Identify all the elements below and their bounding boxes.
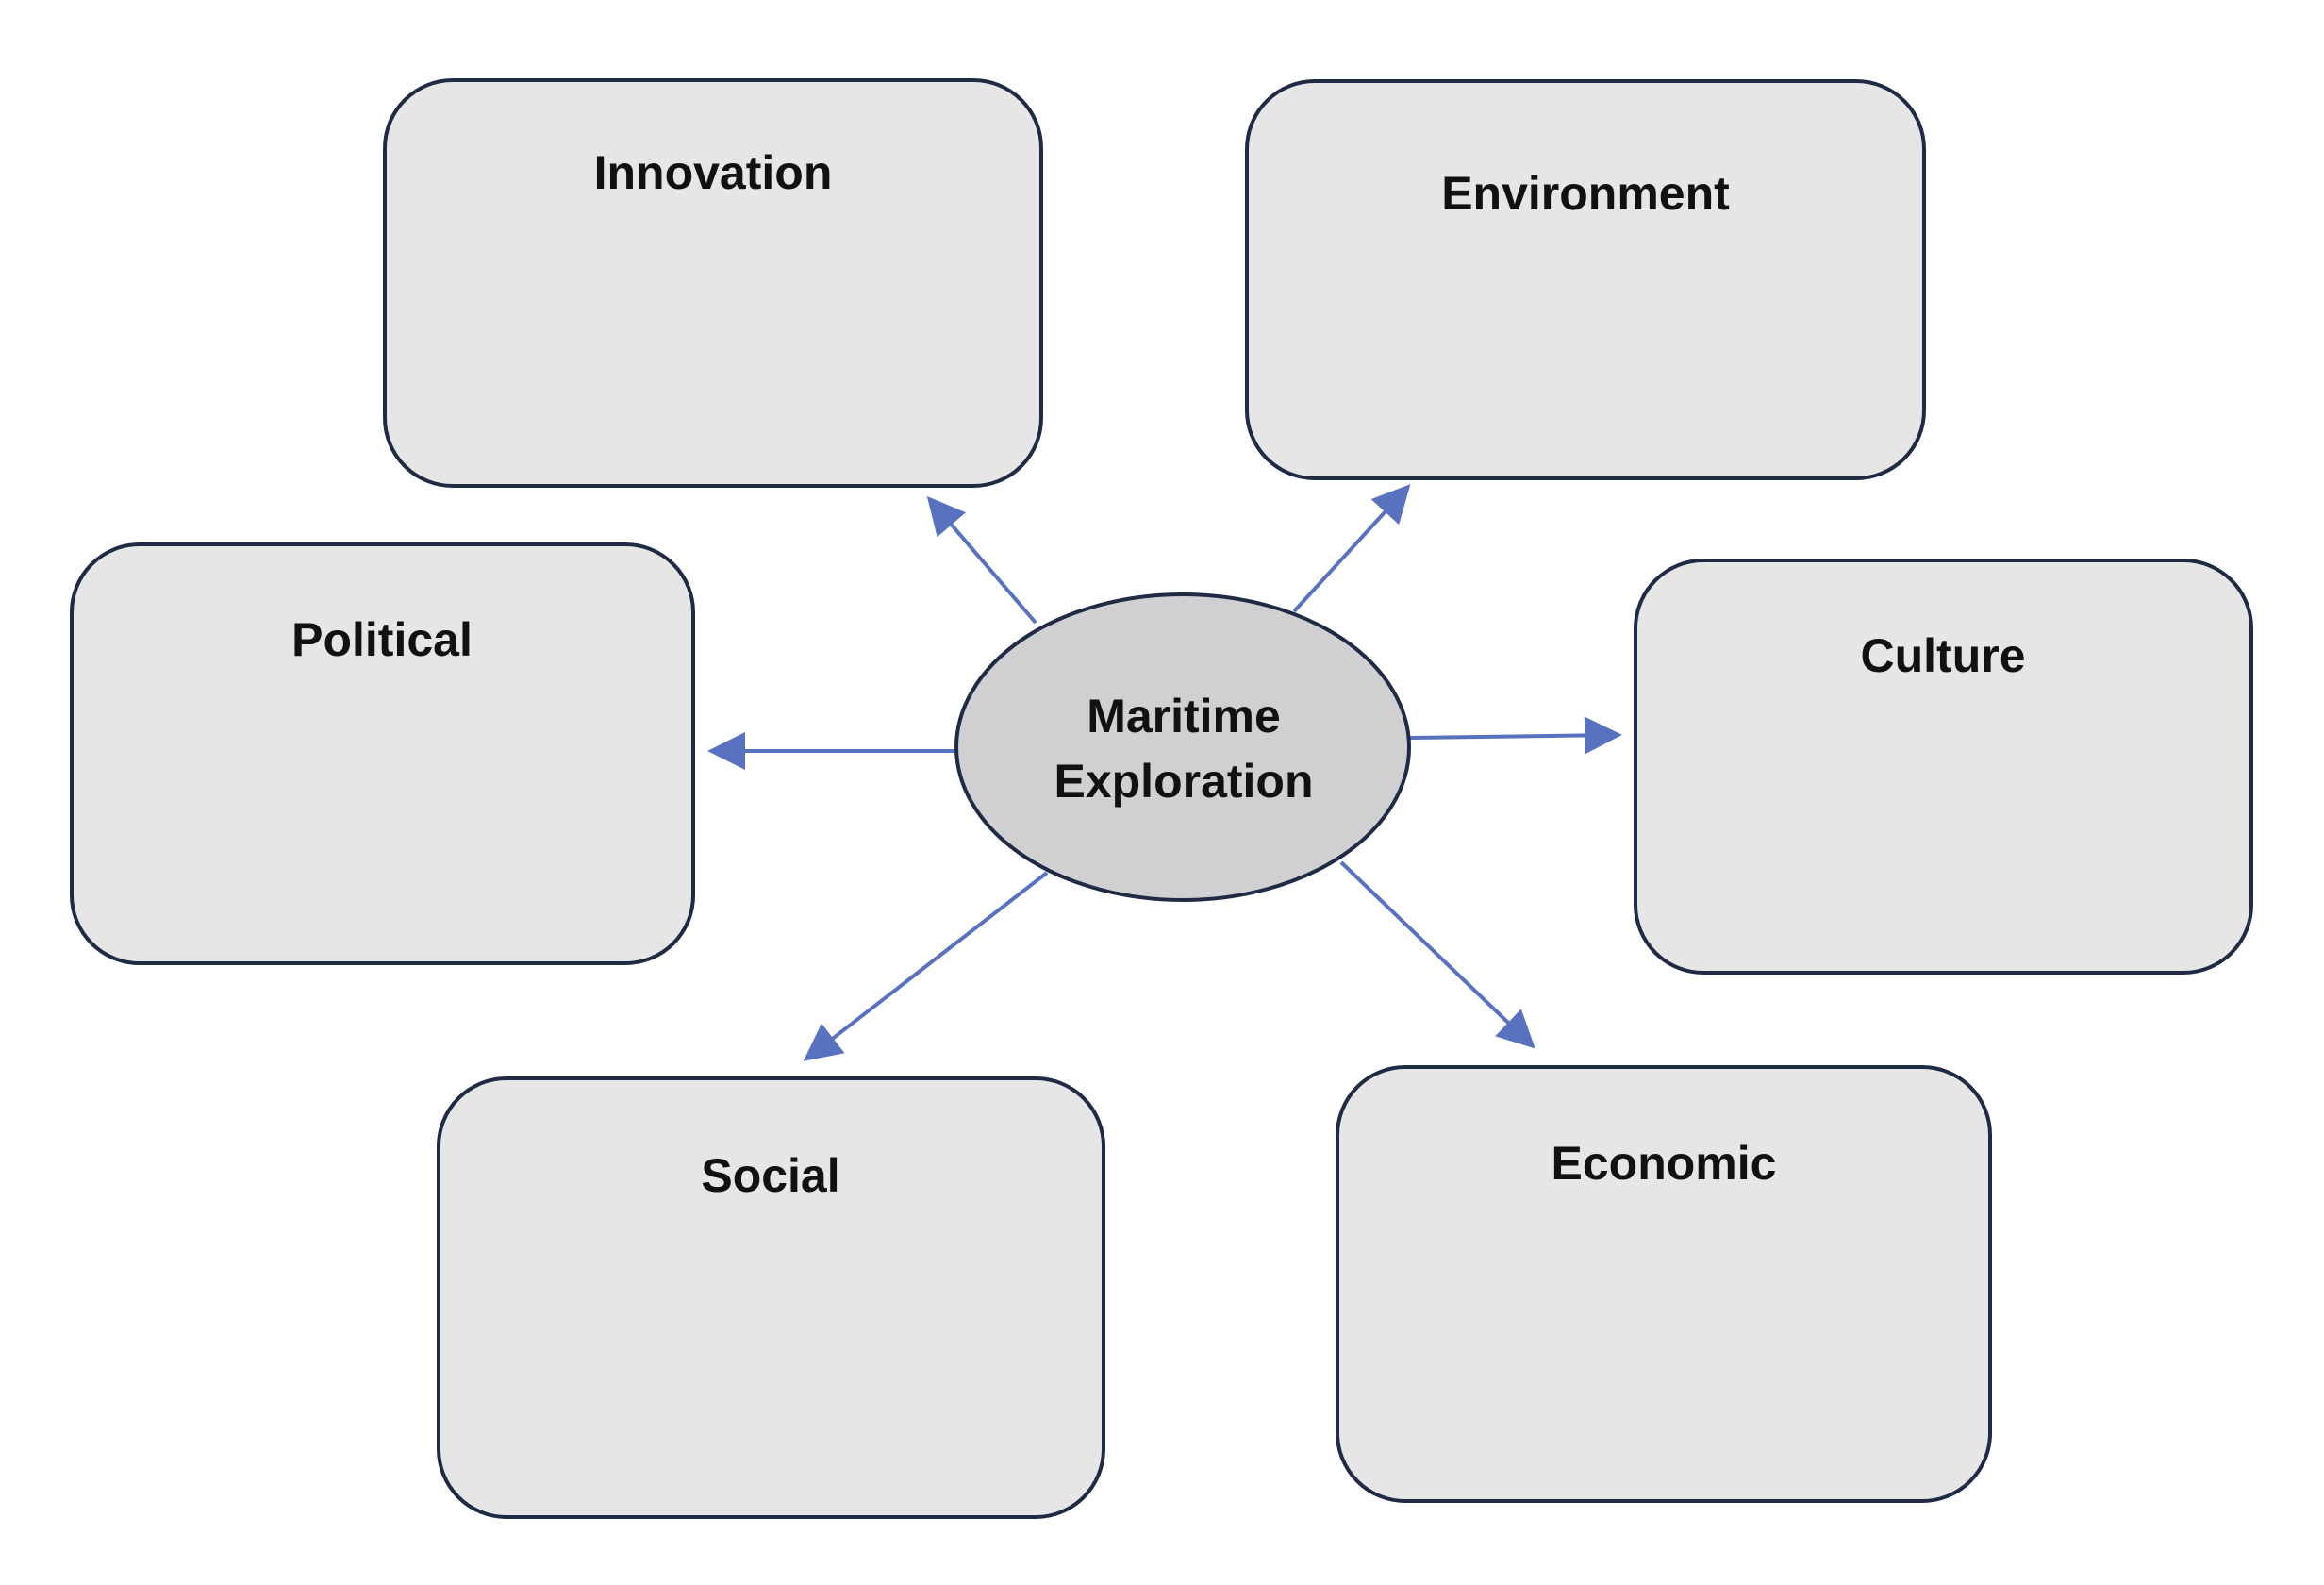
economic-title: Economic [1552,1137,1777,1190]
hub-label-line2: Exploration [1054,755,1313,808]
innovation-title: Innovation [594,146,833,199]
innovation-box: Innovation [383,78,1043,488]
hub-label-line1: Maritime [1087,690,1281,742]
social-title: Social [701,1149,839,1202]
arrow-to-environment [1292,484,1411,613]
economic-box: Economic [1336,1065,1992,1503]
central-hub: Maritime Exploration [954,592,1411,902]
environment-title: Environment [1441,167,1730,220]
culture-box: Culture [1634,559,2253,975]
arrow-to-innovation [926,495,1038,625]
arrow-to-social [803,871,1049,1061]
political-title: Political [291,613,473,666]
arrow-to-economic [1339,860,1536,1049]
culture-title: Culture [1861,629,2026,682]
social-box: Social [437,1076,1105,1519]
environment-box: Environment [1245,79,1926,480]
political-box: Political [70,542,695,965]
arrow-to-culture [1409,716,1622,755]
